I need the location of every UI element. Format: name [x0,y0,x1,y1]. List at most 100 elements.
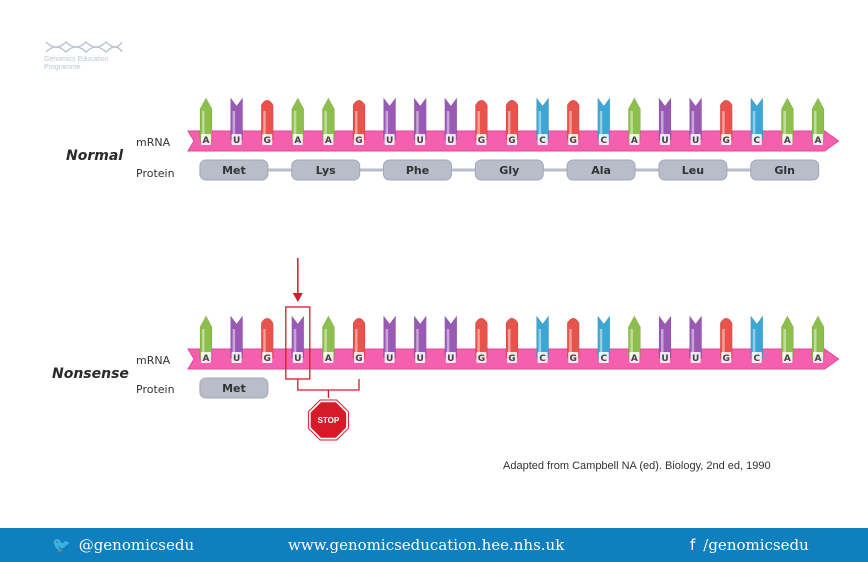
amino-acid-label: Leu [682,164,704,177]
base-label: U [386,354,393,364]
amino-acid-label: Met [222,382,246,395]
nucleotide-G: G [352,99,366,146]
base-label: U [692,354,699,364]
facebook-handle: /genomicsedu [703,536,809,554]
amino-acid: Met [199,377,269,399]
base-label: U [294,354,301,364]
amino-acid-label: Gly [499,164,519,177]
base-label: G [508,354,515,364]
base-label: A [815,354,822,364]
codon-bracket [297,379,360,398]
amino-acid-label: Phe [406,164,429,177]
base-label: G [478,136,485,146]
nucleotide-A: A [781,97,794,146]
nucleotide-U: U [689,97,702,146]
mrna-label: mRNA [136,354,171,367]
footer-bar: 🐦@genomicsedu www.genomicseducation.hee.… [0,528,868,562]
base-label: G [355,136,362,146]
amino-acid-label: Gln [774,164,795,177]
base-label: C [539,136,546,146]
base-label: A [325,136,332,146]
nucleotide-A: A [781,315,794,364]
base-label: A [631,354,638,364]
nucleotide-G: G [260,317,274,364]
base-label: A [815,136,822,146]
base-label: C [600,354,607,364]
amino-acid: Ala [566,159,636,181]
base-label: G [508,136,515,146]
nucleotide-G: G [505,99,519,146]
base-label: U [447,136,454,146]
base-label: C [539,354,546,364]
mrna-label: mRNA [136,136,171,149]
website-link[interactable]: www.genomicseducation.hee.nhs.uk [288,536,565,554]
stop-sign-icon: STOP [307,399,349,441]
nucleotide-U: U [658,97,672,146]
protein-label: Protein [136,167,175,180]
base-label: U [661,354,668,364]
base-label: G [570,136,577,146]
base-label: G [723,354,730,364]
nucleotide-U: U [658,315,672,364]
base-label: U [233,354,240,364]
base-label: U [233,136,240,146]
amino-acid: Lys [291,159,361,181]
nucleotide-U: U [291,315,305,364]
amino-acid: Gly [474,159,544,181]
base-label: G [355,354,362,364]
nucleotide-U: U [230,315,243,364]
amino-acid: Leu [658,159,728,181]
nucleotide-G: G [475,99,488,146]
nucleotide-G: G [260,99,274,146]
nucleotide-U: U [383,97,396,146]
nucleotide-U: U [383,315,396,364]
nucleotide-C: C [536,97,549,146]
facebook-icon: f [690,536,696,554]
nucleotide-C: C [597,315,611,364]
base-label: G [264,354,271,364]
twitter-link[interactable]: 🐦@genomicsedu [52,536,194,554]
amino-acid-label: Met [222,164,246,177]
base-label: C [600,136,607,146]
nucleotide-C: C [750,97,764,146]
mutation-arrow-icon [292,258,303,302]
facebook-link[interactable]: f/genomicsedu [690,536,809,554]
base-label: G [264,136,271,146]
nucleotide-U: U [413,97,427,146]
twitter-handle: @genomicsedu [78,536,195,554]
base-label: U [386,136,393,146]
base-label: C [753,354,760,364]
nucleotide-A: A [322,97,335,146]
amino-acid: Met [199,159,269,181]
amino-acid-label: Lys [316,164,336,177]
base-label: U [692,136,699,146]
base-label: U [417,136,424,146]
nucleotide-G: G [566,317,580,364]
nucleotide-A: A [628,315,641,364]
nucleotide-A: A [291,97,305,146]
nucleotide-G: G [505,317,519,364]
row-title: Normal [66,148,123,164]
logo-text: Genomics Education Programme [44,56,109,71]
base-label: G [723,136,730,146]
nucleotide-A: A [628,97,641,146]
nucleotide-C: C [536,315,549,364]
nucleotide-G: G [719,317,733,364]
row-title: Nonsense [52,366,129,382]
base-label: A [784,354,791,364]
nucleotide-G: G [475,317,488,364]
nucleotide-G: G [719,99,733,146]
base-label: A [203,136,210,146]
logo: Genomics Education Programme [44,40,134,74]
base-label: G [478,354,485,364]
nucleotide-U: U [444,315,458,364]
amino-acid-label: Ala [591,164,611,177]
nucleotide-A: A [811,315,825,364]
dna-logo-icon [45,40,123,54]
citation: Adapted from Campbell NA (ed). Biology, … [503,460,771,472]
base-label: A [784,136,791,146]
nucleotide-A: A [322,315,335,364]
base-label: C [753,136,760,146]
stop-label: STOP [318,416,340,425]
